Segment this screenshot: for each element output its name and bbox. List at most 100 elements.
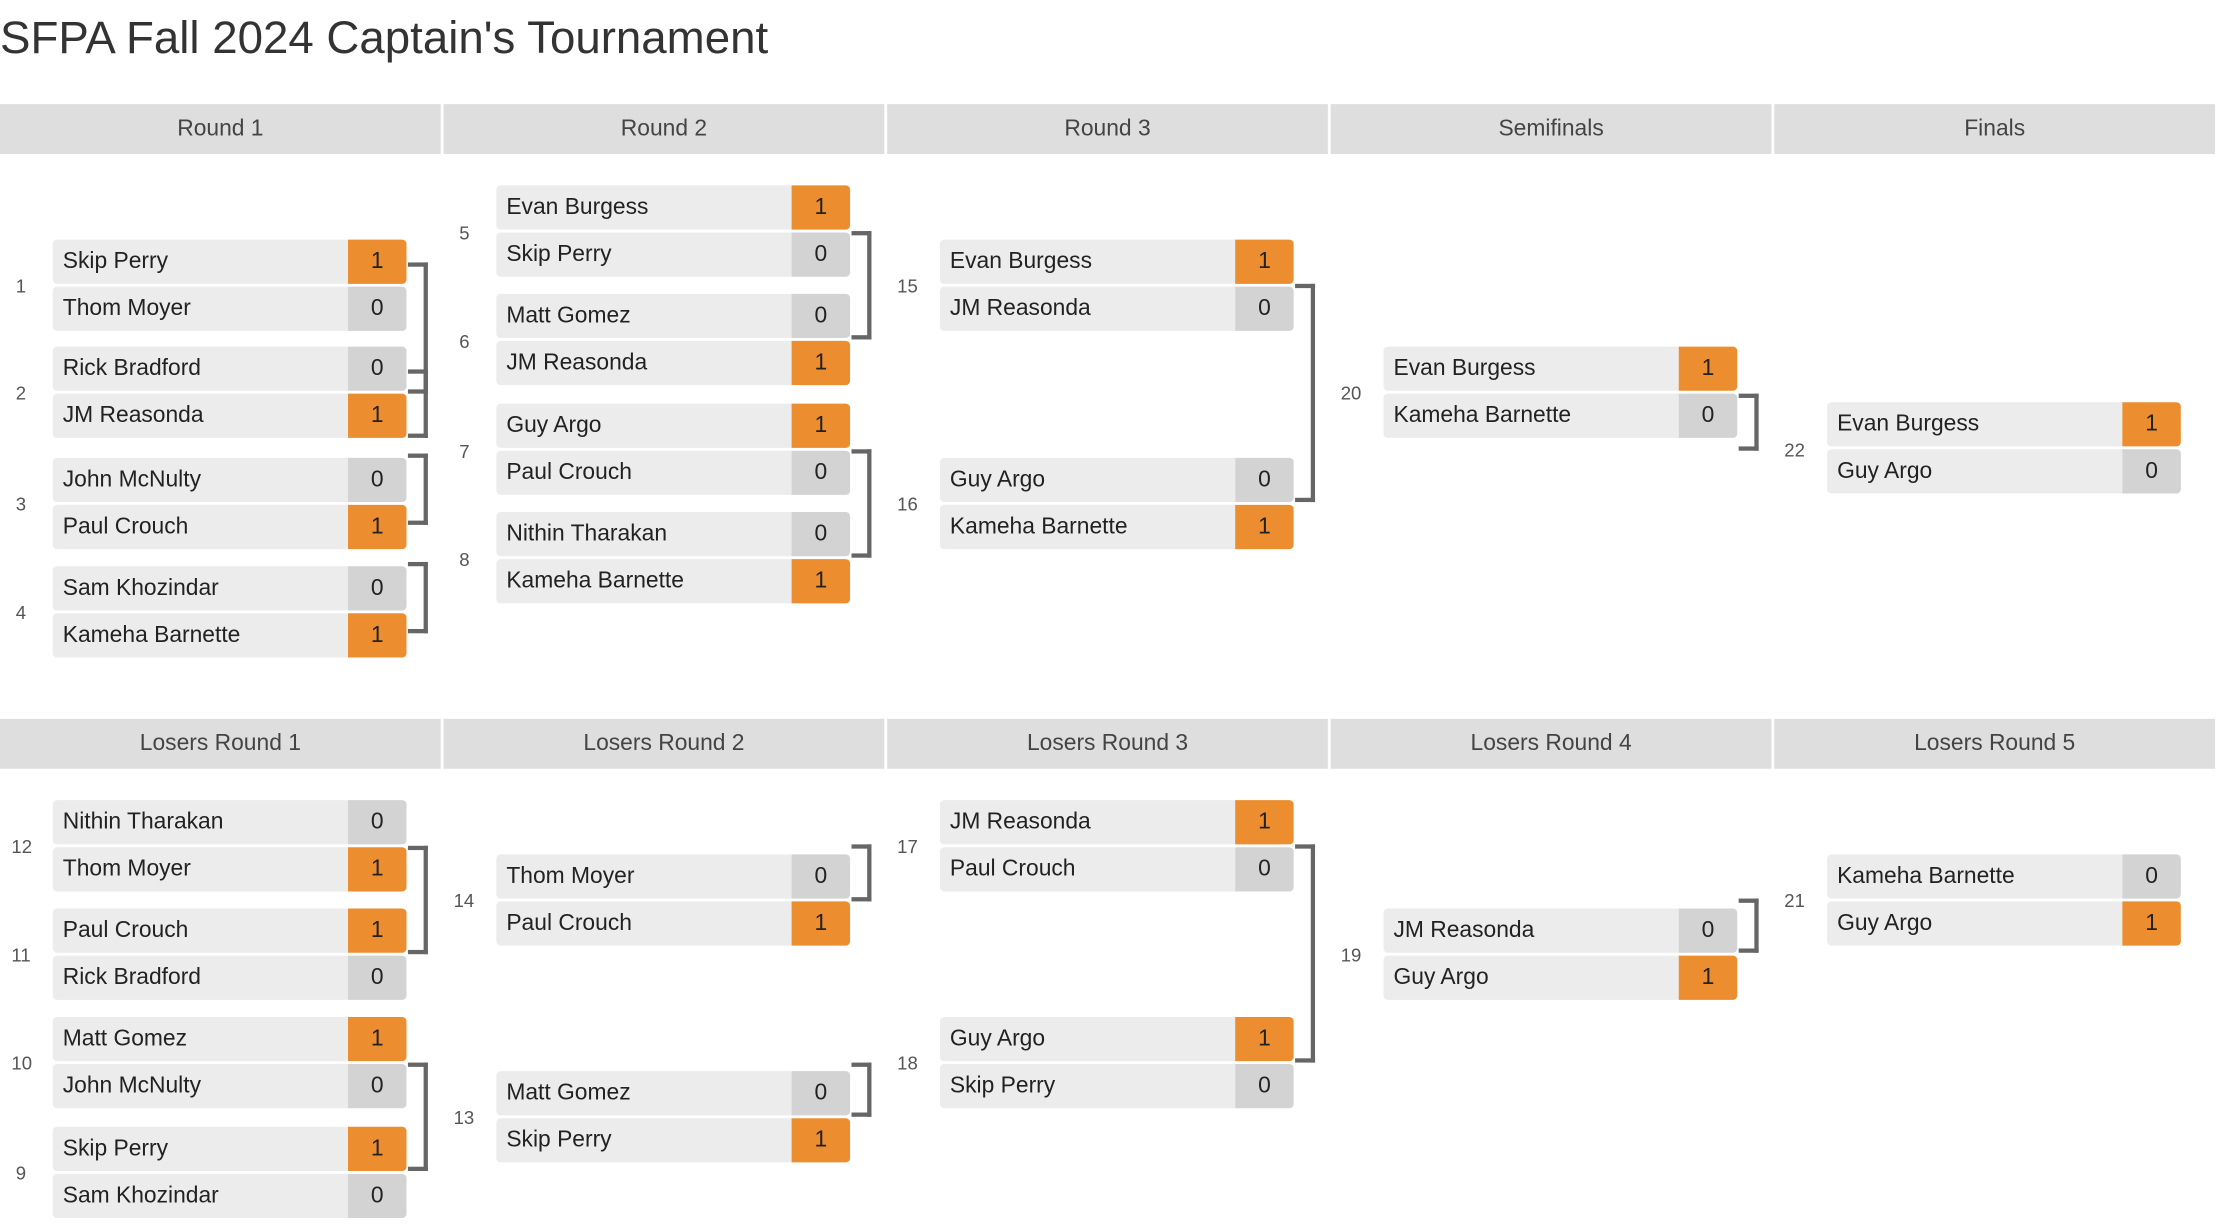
team-score: 1 — [348, 908, 407, 953]
team-score: 0 — [791, 293, 851, 339]
team-score: 1 — [791, 403, 851, 448]
team-score: 0 — [791, 1071, 851, 1116]
team-name: Evan Burgess — [496, 185, 792, 230]
team-score: 0 — [348, 1064, 407, 1109]
team-name: Paul Crouch — [52, 908, 349, 953]
bracket-connector — [407, 1062, 428, 1171]
team-name: Guy Argo — [1827, 449, 2123, 494]
match-number: 5 — [459, 222, 470, 244]
team-name: Guy Argo — [496, 403, 792, 448]
team-score: 0 — [348, 955, 407, 1000]
team-name: Evan Burgess — [1827, 402, 2123, 447]
team-score: 1 — [791, 185, 851, 230]
team-name: Rick Bradford — [52, 955, 349, 1000]
team-score: 0 — [1235, 1064, 1294, 1109]
match-number: 15 — [897, 275, 918, 297]
team-score: 1 — [791, 901, 851, 946]
match-number: 22 — [1784, 439, 1805, 461]
match-number: 19 — [1340, 944, 1362, 966]
bracket-connector — [1738, 393, 1759, 451]
team-name: Guy Argo — [939, 1016, 1236, 1062]
winners-round-header: Round 1 — [0, 104, 441, 155]
team-score: 0 — [348, 457, 407, 503]
page-title: SFPA Fall 2024 Captain's Tournament — [0, 11, 769, 63]
match-number: 14 — [453, 890, 475, 912]
team-name: Skip Perry — [496, 232, 792, 277]
team-name: Nithin Tharakan — [52, 800, 349, 845]
match-number: 1 — [15, 275, 27, 297]
team-name: Kameha Barnette — [496, 559, 792, 604]
bracket-connector — [407, 561, 428, 634]
team-score: 1 — [1678, 955, 1738, 1000]
bracket-connector — [851, 449, 872, 558]
match-number: 18 — [897, 1052, 918, 1075]
